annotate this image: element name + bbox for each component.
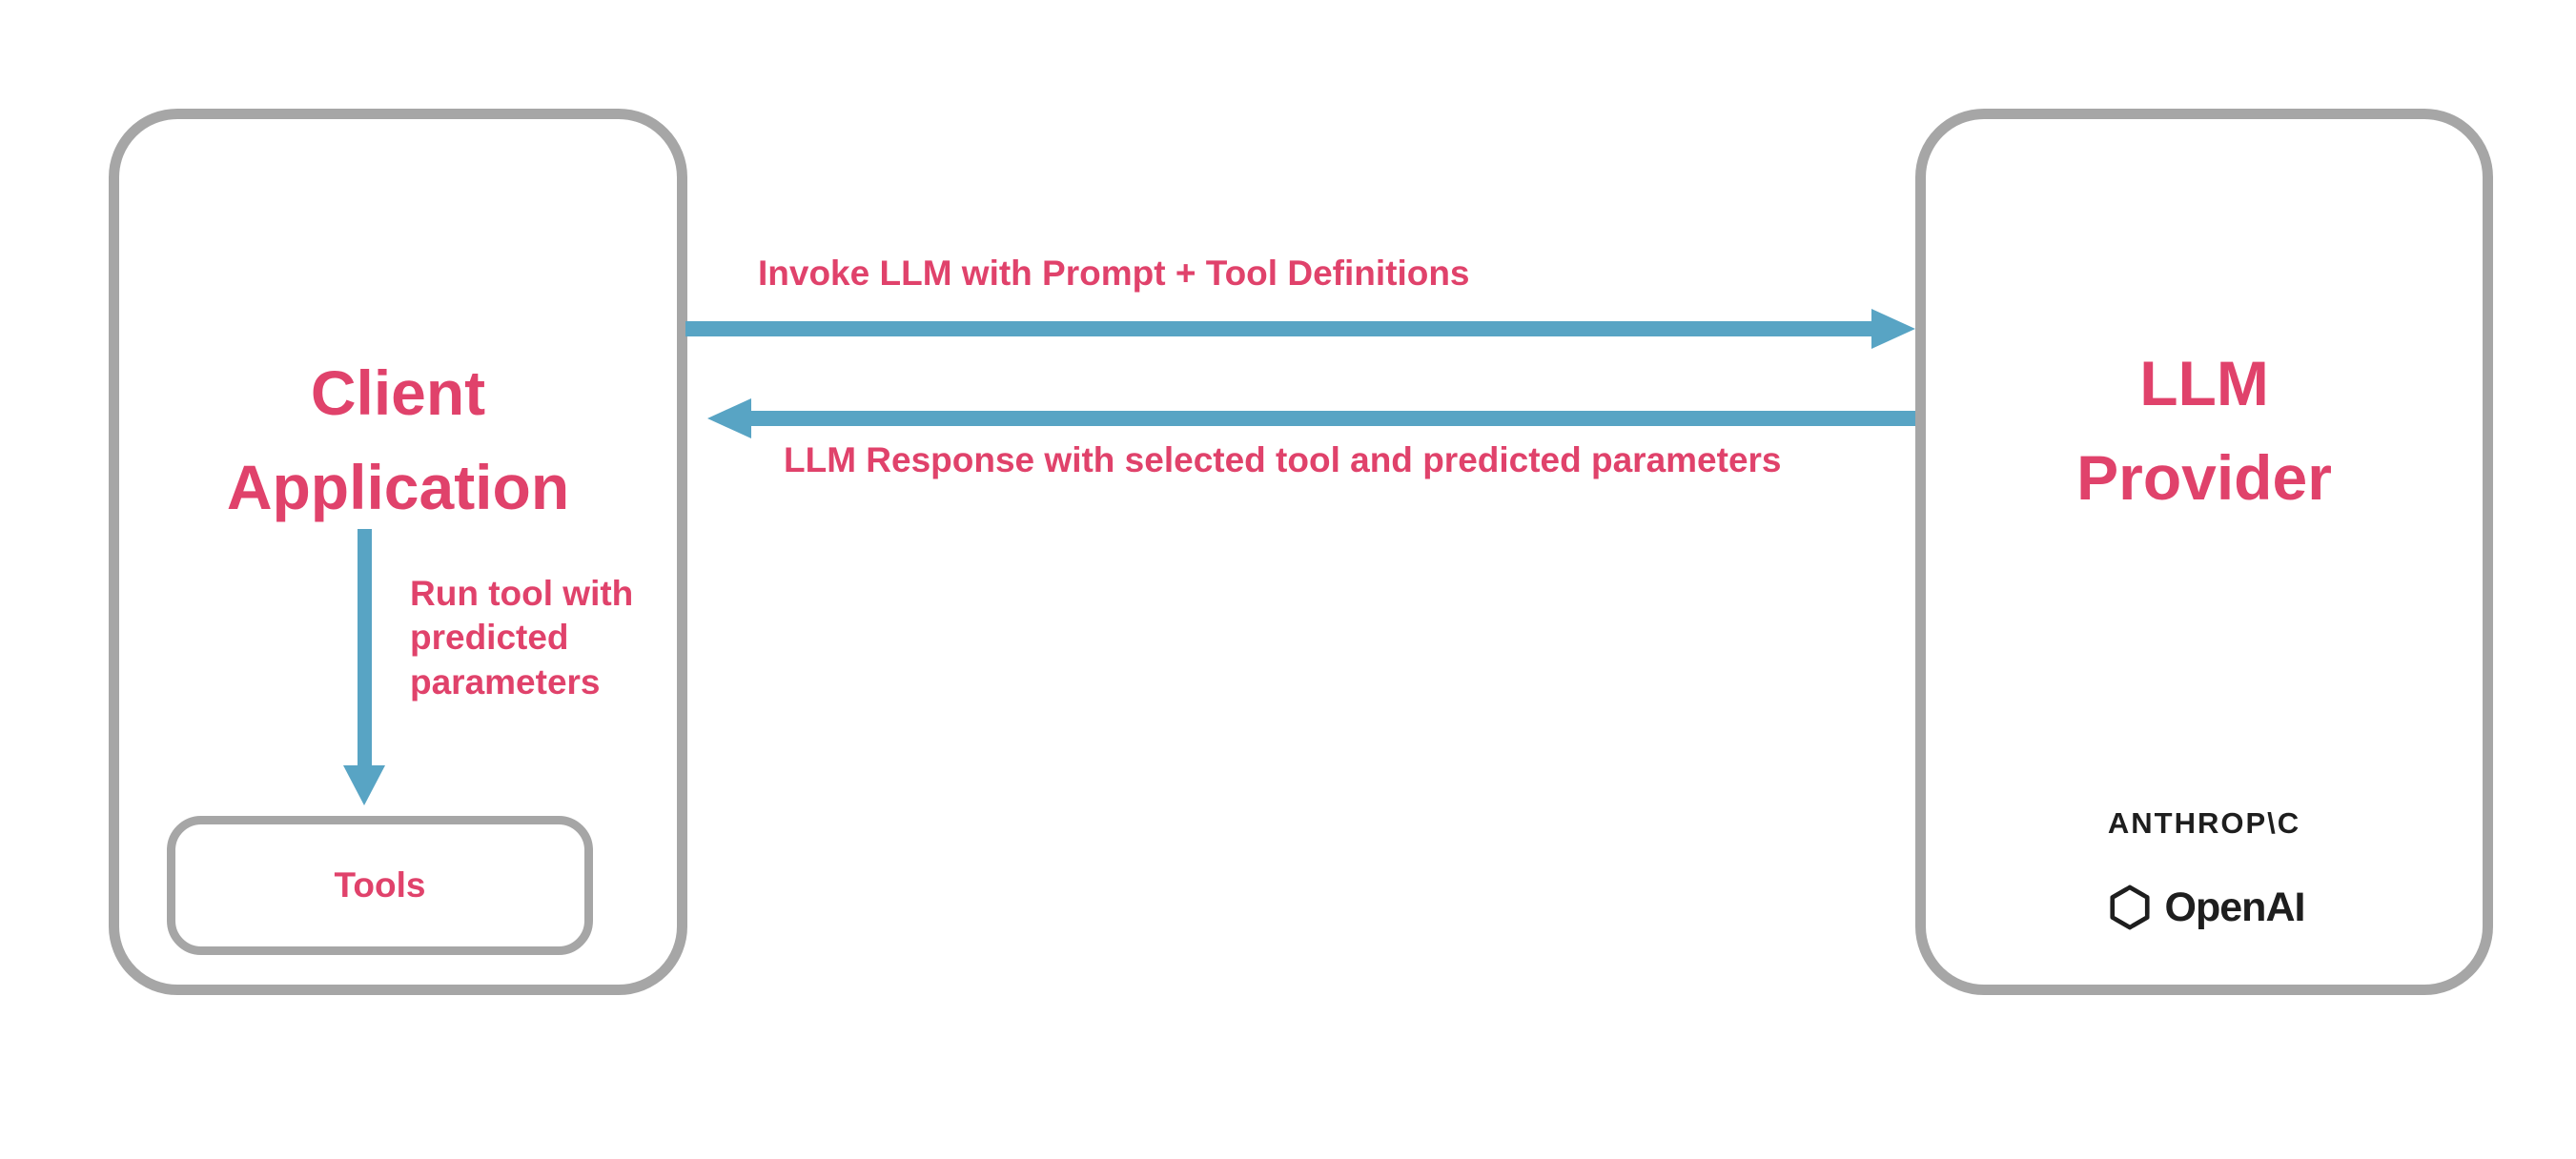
openai-wordmark: OpenAI	[2164, 884, 2306, 930]
request-arrow-label: Invoke LLM with Prompt + Tool Definition…	[758, 254, 1470, 293]
run-tool-arrow-shaft	[357, 529, 372, 765]
request-arrow	[685, 309, 1915, 349]
response-arrow	[707, 398, 1915, 438]
client-application-title: Client Application	[226, 357, 570, 522]
arrow-down-icon	[343, 765, 385, 805]
arrow-right-icon	[1871, 309, 1915, 349]
openai-logo: OpenAI	[1915, 879, 2493, 936]
run-tool-label: Run tool with predicted parameters	[410, 574, 634, 702]
anthropic-logo: ANTHROP\C	[2107, 806, 2301, 840]
llm-provider-box: LLM Provider	[1915, 109, 2493, 995]
tools-label: Tools	[334, 865, 426, 905]
response-arrow-label: LLM Response with selected tool and pred…	[784, 440, 1782, 479]
run-tool-arrow	[343, 529, 385, 805]
tools-box: Tools	[167, 816, 593, 955]
arrow-left-icon	[707, 398, 751, 438]
llm-provider-title: LLM Provider	[2076, 348, 2332, 513]
request-arrow-shaft	[685, 321, 1871, 336]
response-arrow-shaft	[751, 411, 1915, 426]
openai-logo-icon	[2104, 882, 2156, 933]
